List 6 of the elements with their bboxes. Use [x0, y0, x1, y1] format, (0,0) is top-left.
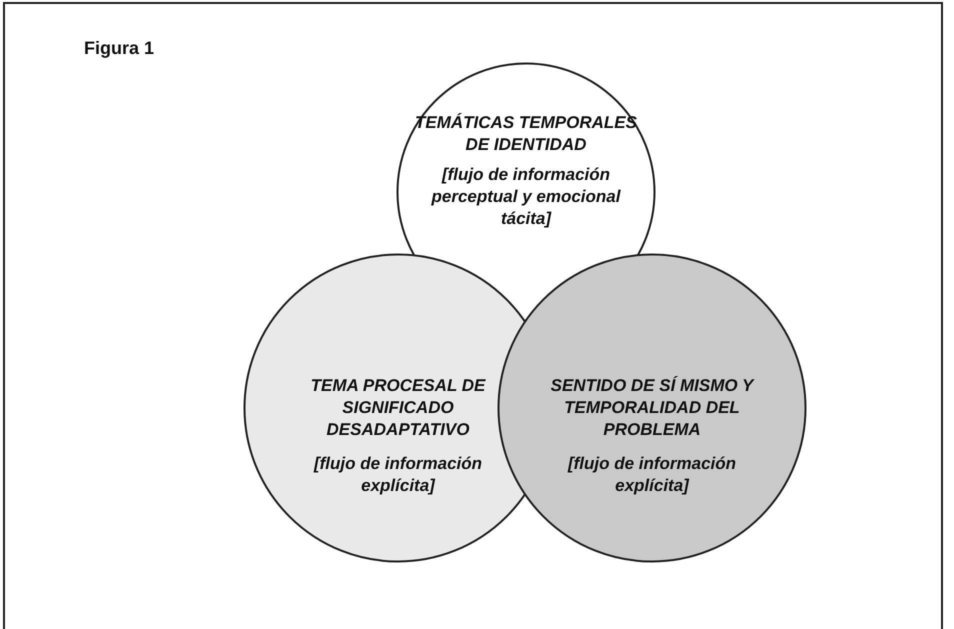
circle-note: [flujo de información explícita]: [566, 453, 738, 497]
circle-heading: TEMA PROCESAL DE SIGNIFICADO DESADAPTATIVO: [310, 375, 487, 441]
figure-title: Figura 1: [84, 38, 154, 59]
circle-heading: SENTIDO DE SÍ MISMO Y TEMPORALIDAD DEL PROBLEMA: [550, 375, 756, 441]
circle-note: [flujo de información perceptual y emocional tácita]: [430, 164, 622, 230]
circle-note: [flujo de información explícita]: [312, 453, 484, 497]
